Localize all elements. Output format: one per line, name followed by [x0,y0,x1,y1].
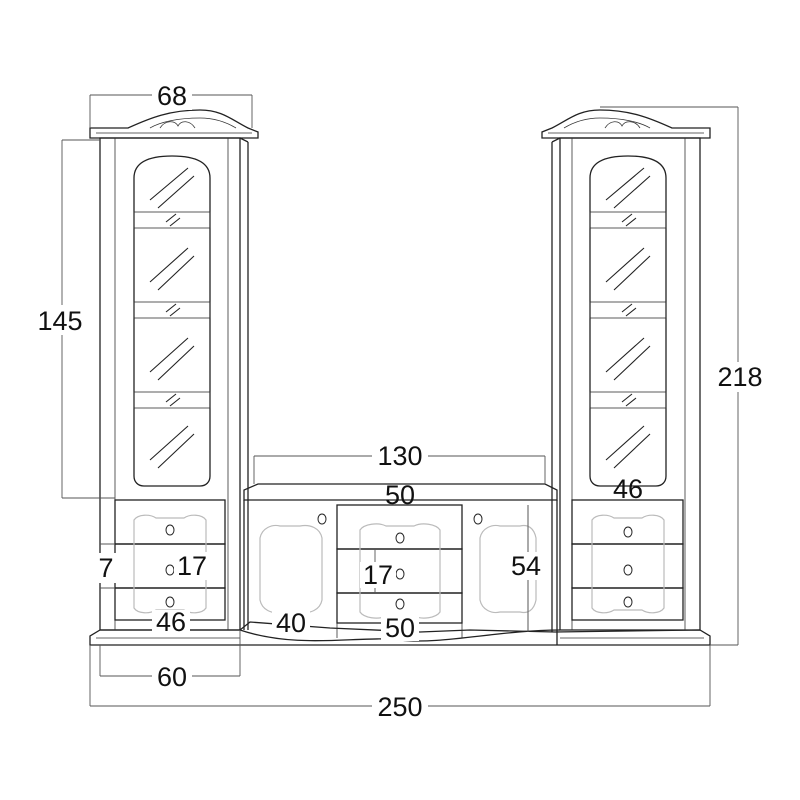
dimension-labels: 68 145 218 130 50 46 7 17 17 54 46 40 50… [32,81,768,722]
right-vitrine [541,109,711,632]
dim-label-130: 130 [377,441,422,471]
dim-label-left-bottom-46: 46 [156,607,186,637]
dim-label-40: 40 [276,608,306,638]
dim-label-250: 250 [377,692,422,722]
dim-label-center-17: 17 [363,560,393,590]
dim-label-left-17: 17 [177,551,207,581]
dim-label-7: 7 [98,553,113,583]
dim-label-54: 54 [511,551,541,581]
dim-label-145: 145 [37,306,82,336]
dim-label-right-46: 46 [613,474,643,504]
dim-label-218: 218 [717,362,762,392]
dim-label-68: 68 [157,81,187,111]
dim-label-center-top-50: 50 [385,480,415,510]
dim-label-center-bottom-50: 50 [385,613,415,643]
dim-label-60: 60 [157,662,187,692]
